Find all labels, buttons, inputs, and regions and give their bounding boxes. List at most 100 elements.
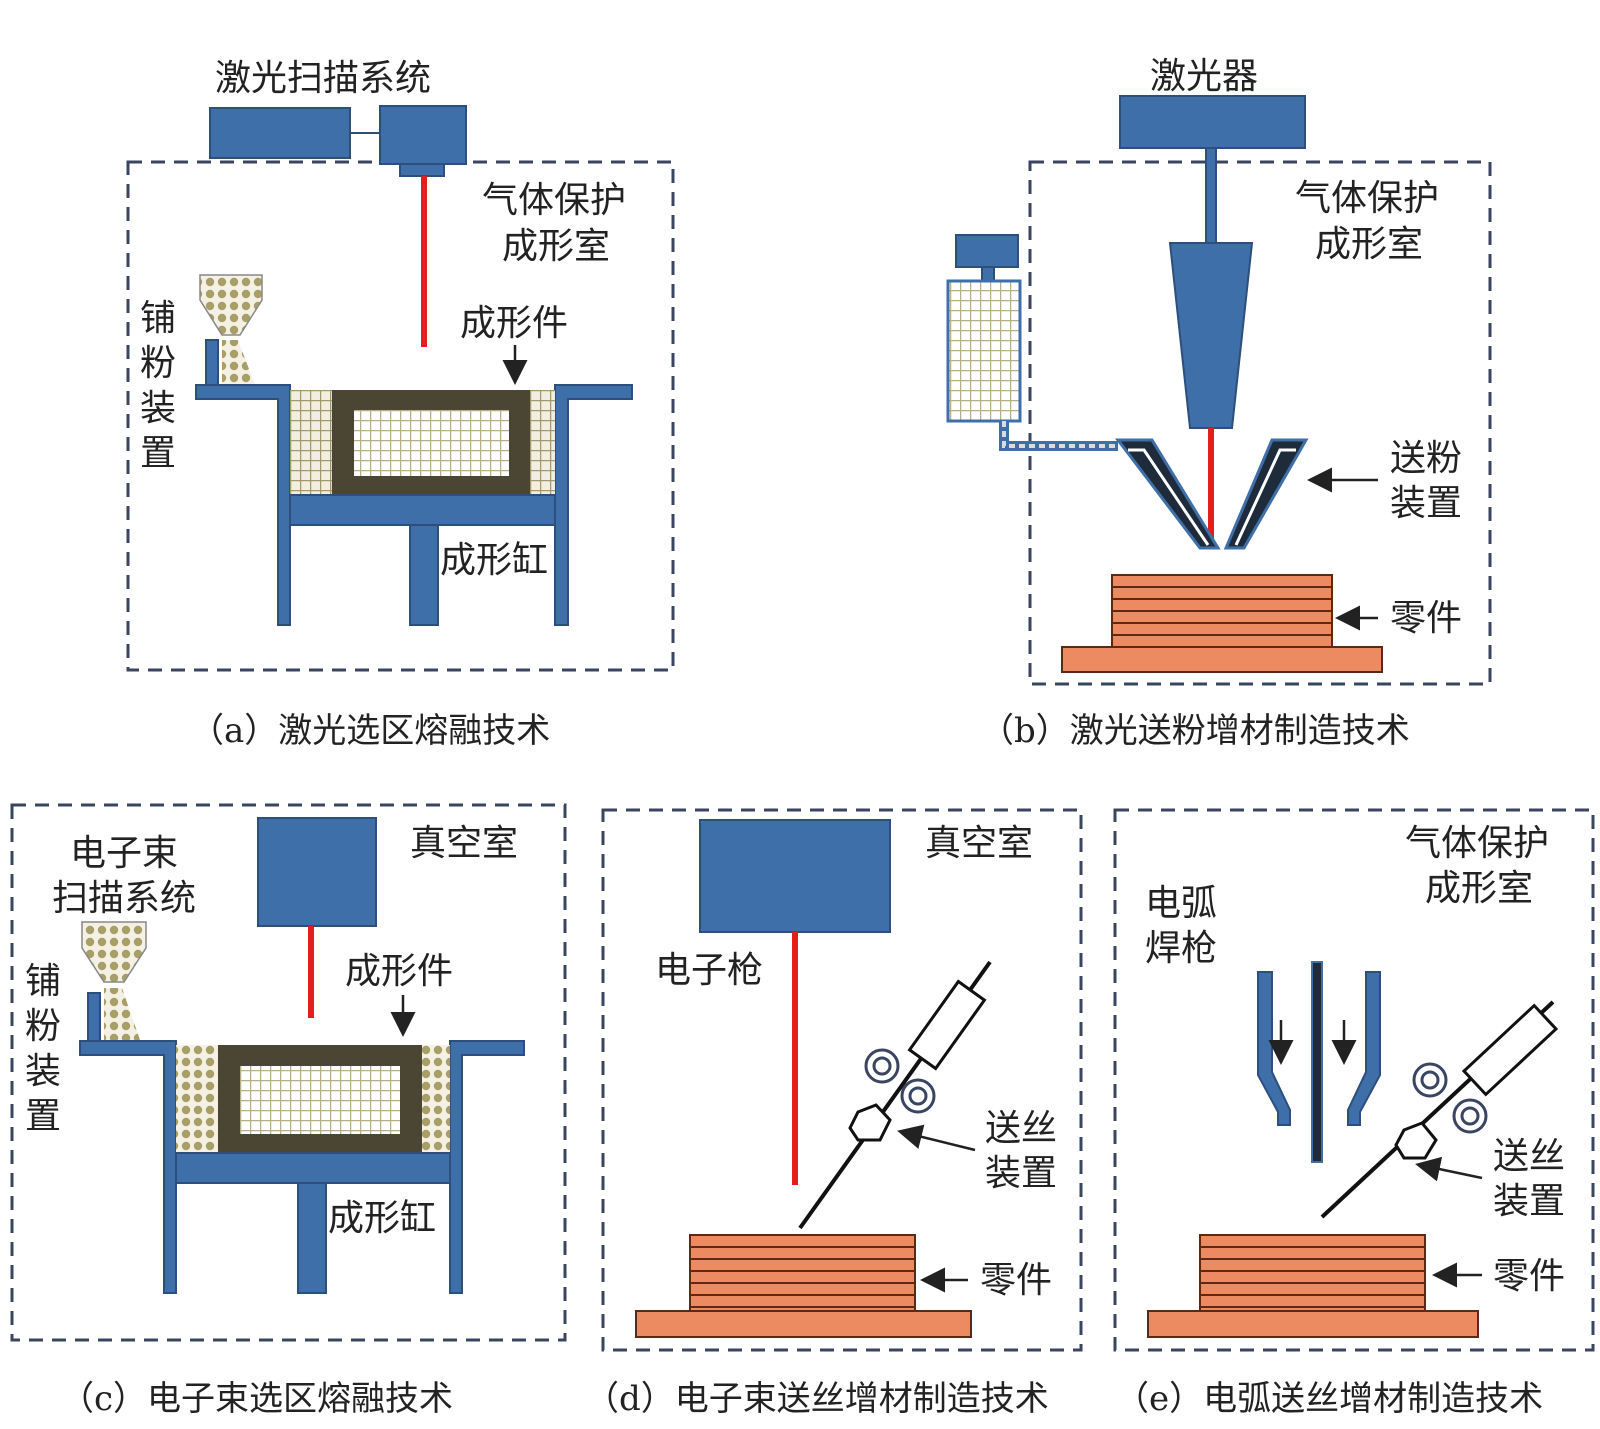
part-core bbox=[240, 1066, 400, 1134]
torch-label-1: 电弧 bbox=[1145, 883, 1217, 924]
svg-text:铺: 铺 bbox=[140, 298, 176, 339]
electron-gun bbox=[257, 817, 377, 927]
wire-nozzle bbox=[1394, 1121, 1438, 1160]
feed-roller-2 bbox=[900, 1078, 936, 1114]
powder-feeder-motor bbox=[955, 234, 1019, 268]
torch-label-2: 焊枪 bbox=[1145, 928, 1217, 969]
spreader-label: 铺 粉 装 置 bbox=[25, 961, 61, 1137]
wire-guide-tube bbox=[1461, 1003, 1559, 1097]
spreader-blade bbox=[205, 339, 219, 386]
substrate bbox=[635, 1310, 972, 1338]
powder-container bbox=[946, 279, 1022, 423]
gun-label: 电子枪 bbox=[655, 950, 763, 991]
wire-guide-tube bbox=[907, 979, 987, 1071]
feed-roller-1 bbox=[1412, 1062, 1448, 1098]
piston-rod bbox=[297, 1182, 327, 1294]
cylinder-left-wall bbox=[195, 384, 291, 626]
nozzle-left bbox=[1114, 438, 1221, 550]
chamber-boundary bbox=[10, 803, 567, 1342]
svg-text:置: 置 bbox=[25, 1096, 61, 1137]
panel-d: 真空室 电子枪 送丝 装置 零件 （d）电子束送丝增材制造技术 bbox=[585, 808, 1083, 1419]
laser-source bbox=[1119, 95, 1306, 149]
deposited-part bbox=[1111, 574, 1333, 648]
feeder-label-1: 送丝 bbox=[985, 1108, 1057, 1149]
laser-label: 激光器 bbox=[1150, 56, 1258, 97]
caption-e: （e）电弧送丝增材制造技术 bbox=[1115, 1379, 1543, 1419]
chamber-label-2: 成形室 bbox=[1425, 868, 1533, 909]
svg-text:装: 装 bbox=[25, 1051, 61, 1092]
torch-nozzle-left bbox=[1257, 971, 1291, 1126]
wire-nozzle bbox=[848, 1103, 892, 1142]
part-label: 成形件 bbox=[460, 303, 568, 344]
tungsten-electrode bbox=[1311, 961, 1323, 1163]
svg-text:粉: 粉 bbox=[140, 343, 176, 384]
cylinder-right-wall bbox=[554, 384, 633, 626]
piston-rod bbox=[409, 524, 439, 626]
panel-c: 电子束 扫描系统 真空室 成形件 铺 粉 装 置 成形缸 （c）电子束选区熔融技… bbox=[10, 803, 567, 1419]
powder-hopper bbox=[81, 921, 147, 983]
spreader-label: 铺 粉 装 置 bbox=[140, 298, 176, 474]
electron-gun bbox=[699, 819, 891, 933]
part-label: 零件 bbox=[1390, 598, 1462, 639]
feed-roller-1 bbox=[864, 1048, 900, 1084]
scan-head-nozzle bbox=[399, 163, 445, 177]
chamber-label-1: 气体保护 bbox=[1405, 823, 1549, 864]
chamber-label: 真空室 bbox=[925, 823, 1033, 864]
caption-c: （c）电子束选区熔融技术 bbox=[60, 1379, 453, 1419]
build-platform bbox=[175, 1152, 451, 1184]
chamber-boundary bbox=[1028, 160, 1492, 686]
falling-powder bbox=[222, 340, 255, 385]
cylinder-label: 成形缸 bbox=[440, 540, 548, 581]
part-label: 成形件 bbox=[345, 951, 453, 992]
chamber-boundary bbox=[601, 808, 1083, 1352]
svg-text:置: 置 bbox=[140, 433, 176, 474]
panel-e: 气体保护 成形室 电弧 焊枪 送丝 装置 零件 （e）电弧送丝增材制造技术 bbox=[1113, 808, 1595, 1419]
svg-text:装: 装 bbox=[140, 388, 176, 429]
scan-label-1: 电子束 bbox=[70, 833, 178, 874]
torch-nozzle-right bbox=[1347, 971, 1381, 1126]
chamber-boundary bbox=[126, 160, 675, 672]
falling-powder bbox=[104, 988, 140, 1040]
powder-feed-pipe bbox=[999, 421, 1118, 451]
cylinder-label: 成形缸 bbox=[328, 1198, 436, 1239]
panel-a: 激光扫描系统 气体保护 成形室 成形件 铺 粉 装 置 成形缸 （a）激光选区熔… bbox=[126, 58, 675, 751]
svg-text:粉: 粉 bbox=[25, 1006, 61, 1047]
chamber-label-2: 成形室 bbox=[1315, 224, 1423, 265]
part-label: 零件 bbox=[1493, 1256, 1565, 1297]
powder-feeder-neck bbox=[981, 266, 995, 282]
feeder-label-2: 装置 bbox=[1493, 1181, 1565, 1222]
scan-label-2: 扫描系统 bbox=[52, 878, 196, 919]
part-core bbox=[354, 410, 509, 476]
panel-b: 激光器 气体保护 成形室 送粉 装置 零件 （b）激光送粉增材制造技术 bbox=[946, 56, 1492, 751]
part-label: 零件 bbox=[980, 1260, 1052, 1301]
nozzle-right bbox=[1223, 438, 1309, 550]
substrate bbox=[1061, 646, 1383, 673]
caption-a: （a）激光选区熔融技术 bbox=[190, 711, 550, 751]
chamber-label-1: 气体保护 bbox=[482, 180, 626, 221]
chamber-boundary bbox=[1113, 808, 1595, 1352]
build-platform bbox=[289, 494, 556, 526]
svg-text:铺: 铺 bbox=[25, 961, 61, 1002]
chamber-label-1: 气体保护 bbox=[1295, 178, 1439, 219]
feeder-label-1: 送丝 bbox=[1493, 1136, 1565, 1177]
deposited-part bbox=[689, 1234, 916, 1312]
cylinder-right-wall bbox=[449, 1040, 525, 1294]
caption-b: （b）激光送粉增材制造技术 bbox=[980, 711, 1410, 751]
caption-d: （d）电子束送丝增材制造技术 bbox=[585, 1379, 1049, 1419]
substrate bbox=[1147, 1310, 1479, 1338]
laser-head-cone bbox=[1168, 242, 1254, 429]
feeder-label-2: 装置 bbox=[1390, 483, 1462, 524]
feeder-label-2: 装置 bbox=[985, 1153, 1057, 1194]
powder-hopper bbox=[199, 274, 263, 336]
feeder-label-1: 送粉 bbox=[1390, 438, 1462, 479]
chamber-label-2: 成形室 bbox=[502, 226, 610, 267]
scan-head bbox=[379, 105, 467, 165]
deposited-part bbox=[1199, 1234, 1426, 1312]
feed-roller-2 bbox=[1452, 1098, 1488, 1134]
chamber-label: 真空室 bbox=[410, 823, 518, 864]
laser-scan-system-label: 激光扫描系统 bbox=[215, 58, 431, 99]
laser-tube bbox=[1205, 147, 1217, 244]
spreader-blade bbox=[87, 992, 101, 1042]
cylinder-left-wall bbox=[79, 1040, 177, 1294]
